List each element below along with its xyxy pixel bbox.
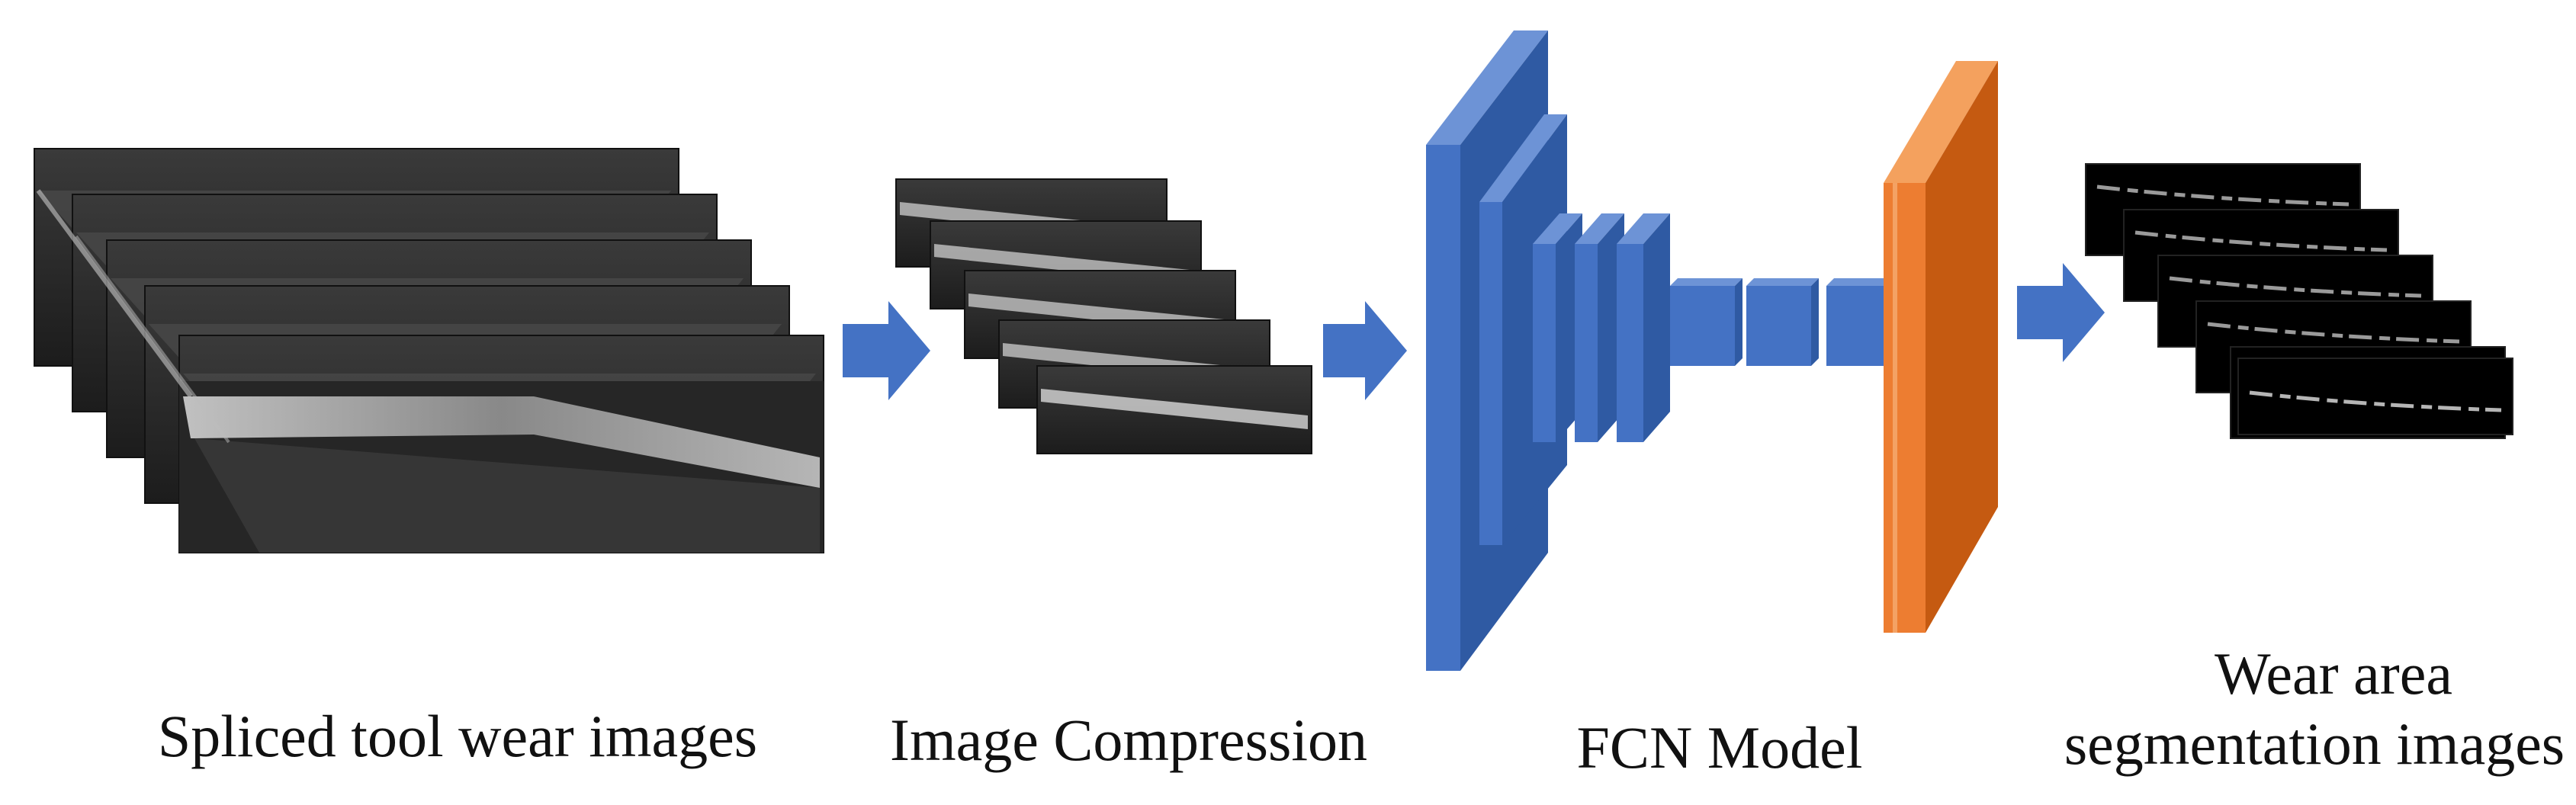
fcn-model <box>1426 30 1998 671</box>
compressed-image-stack <box>895 178 1312 454</box>
caption-wear-area-line2: segmentation images <box>2064 710 2565 777</box>
decoder-block <box>1884 61 1998 633</box>
right-arrow-icon <box>2017 263 2105 362</box>
caption-wear-area-line1: Wear area <box>2215 640 2452 707</box>
bottleneck-block-2 <box>1746 278 1819 366</box>
segmentation-mask-stack <box>2085 163 2513 439</box>
compressed-frame-5 <box>1036 365 1312 454</box>
caption-fcn-model: FCN Model <box>1576 714 1863 781</box>
photo-frame-front <box>36 189 824 553</box>
caption-image-compression: Image Compression <box>889 707 1368 773</box>
bottleneck-block-3 <box>1826 278 1891 366</box>
spliced-image-stack <box>34 148 824 553</box>
right-arrow-icon <box>843 301 930 400</box>
right-arrow-icon <box>1323 301 1407 400</box>
bottleneck-block-1 <box>1670 278 1742 366</box>
caption-spliced-tool-wear-images: Spliced tool wear images <box>157 703 758 769</box>
encoder-block-5 <box>1617 213 1670 442</box>
mask-frame-front <box>2237 358 2513 435</box>
